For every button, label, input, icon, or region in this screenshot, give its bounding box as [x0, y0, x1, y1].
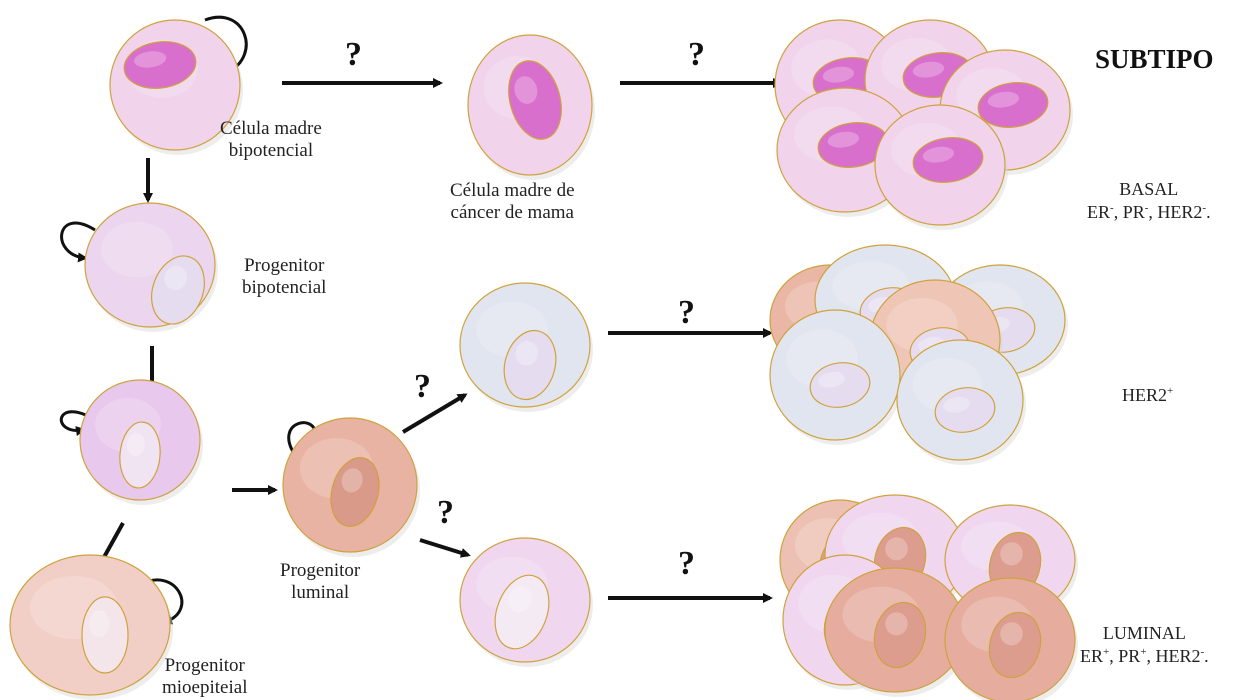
- question-mark-2: ?: [688, 36, 705, 74]
- subtype-basal: BASAL ER-, PR-, HER2-.: [1087, 178, 1211, 225]
- subtype-her2: HER2+: [1122, 384, 1173, 407]
- subtype-her2-name: HER2: [1122, 385, 1167, 405]
- marker-pr-sign: -: [1145, 202, 1149, 214]
- marker-her2: HER2: [1155, 646, 1200, 666]
- cell-myoepithelial-progenitor-nucleus-highlight: [89, 610, 110, 637]
- question-mark-3: ?: [678, 294, 695, 332]
- marker-pr: PR: [1123, 202, 1145, 222]
- cell-bipotent-progenitor: [85, 203, 218, 332]
- subtype-luminal: LUMINAL ER+, PR+, HER2-.: [1080, 622, 1209, 669]
- cell-myoepithelial-progenitor-nucleus: [82, 597, 128, 673]
- question-mark-1: ?: [345, 36, 362, 74]
- basal-tumor-cell-5: [875, 105, 1008, 230]
- marker-pr: PR: [1118, 646, 1140, 666]
- subtype-basal-name: BASAL: [1119, 179, 1178, 199]
- cell-luminal-precursor: [460, 538, 593, 667]
- marker-er: ER: [1087, 202, 1110, 222]
- cell-myoepithelial-progenitor: [10, 555, 173, 700]
- cell-luminal-progenitor: [283, 418, 420, 557]
- cell-her2-precursor: [460, 283, 593, 412]
- arrow-luminal-to-her2: [403, 395, 465, 432]
- marker-tail: .: [1206, 202, 1211, 222]
- subtype-luminal-markers: ER+, PR+, HER2-.: [1080, 646, 1209, 666]
- cell-intermediate-progenitor: [80, 380, 203, 505]
- marker-tail: .: [1204, 646, 1209, 666]
- marker-er: ER: [1080, 646, 1103, 666]
- arrow-luminal-to-luminal-precursor: [420, 540, 468, 555]
- question-mark-4: ?: [414, 368, 431, 406]
- subtype-luminal-name: LUMINAL: [1103, 623, 1186, 643]
- marker-her2: HER2: [1157, 202, 1202, 222]
- marker-er-sign: +: [1103, 646, 1109, 658]
- subtype-basal-markers: ER-, PR-, HER2-.: [1087, 202, 1211, 222]
- marker-er-sign: -: [1110, 202, 1114, 214]
- subtype-title: SUBTIPO: [1095, 44, 1214, 75]
- cell-breast-cancer-stem: [468, 35, 595, 180]
- question-mark-5: ?: [437, 494, 454, 532]
- marker-pr-sign: +: [1140, 646, 1146, 658]
- question-mark-6: ?: [678, 545, 695, 583]
- subtype-her2-sign: +: [1167, 385, 1173, 397]
